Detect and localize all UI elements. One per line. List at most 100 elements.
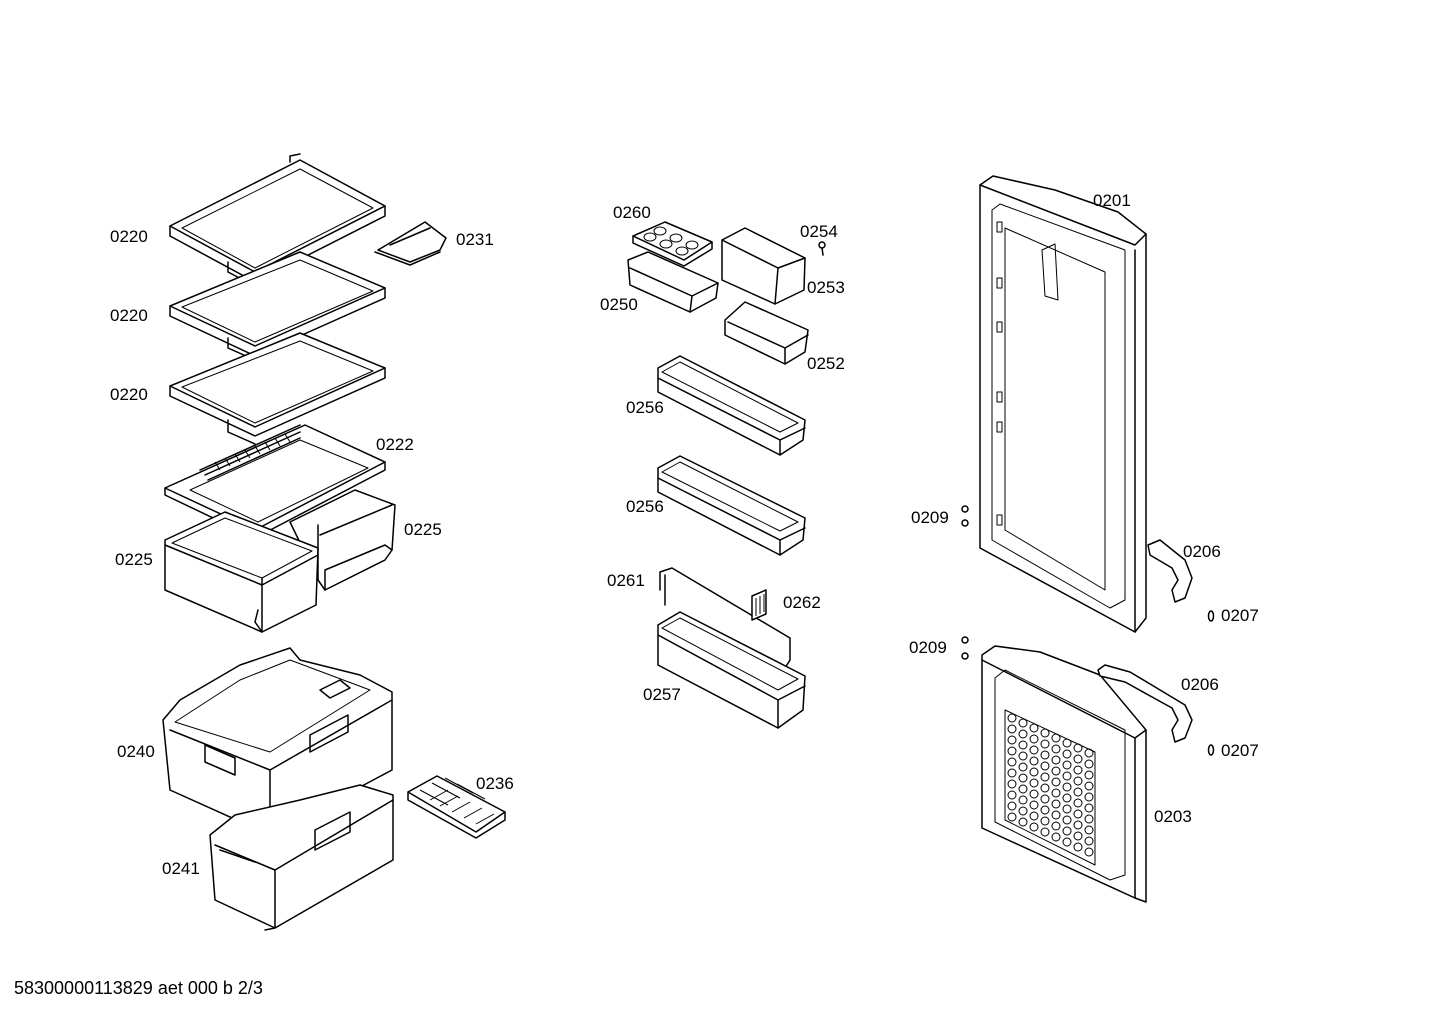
part-label: 0220 xyxy=(110,385,148,404)
part-label: 0241 xyxy=(162,859,200,878)
part-label: 0220 xyxy=(110,306,148,325)
door-rack-part xyxy=(657,355,806,456)
part-label: 0209 xyxy=(911,508,949,527)
part-label: 0260 xyxy=(613,203,651,222)
panel-dot xyxy=(1073,787,1083,797)
part-label: 0256 xyxy=(626,497,664,516)
panel-dot xyxy=(1018,806,1028,816)
panel-dot xyxy=(1062,749,1072,759)
panel-dot xyxy=(1029,800,1039,810)
panel-dot xyxy=(1018,762,1028,772)
clip-part xyxy=(374,221,447,266)
door-panel-pattern xyxy=(1007,713,1094,857)
panel-dot xyxy=(1051,832,1061,842)
door-rack-part xyxy=(657,455,806,556)
part-label: 0209 xyxy=(909,638,947,657)
butter-box-part xyxy=(721,227,806,305)
panel-dot xyxy=(1051,733,1061,743)
part-label: 0207 xyxy=(1221,606,1259,625)
panel-dot xyxy=(1051,777,1061,787)
panel-dot xyxy=(1029,778,1039,788)
part-label: 0236 xyxy=(476,774,514,793)
panel-dot xyxy=(1062,760,1072,770)
part-label: 0201 xyxy=(1093,191,1131,210)
panel-dot xyxy=(1051,821,1061,831)
glass-shelf-part xyxy=(169,332,386,445)
panel-dot xyxy=(1018,729,1028,739)
panel-dot xyxy=(1007,735,1017,745)
panel-dot xyxy=(1018,817,1028,827)
part-label: 0257 xyxy=(643,685,681,704)
panel-dot xyxy=(1073,842,1083,852)
part-label: 0256 xyxy=(626,398,664,417)
panel-dot xyxy=(1073,820,1083,830)
panel-dot xyxy=(1073,831,1083,841)
panel-dot xyxy=(1007,724,1017,734)
panel-dot xyxy=(1007,790,1017,800)
screw-part xyxy=(818,241,826,256)
panel-dot xyxy=(1007,779,1017,789)
panel-dot xyxy=(1084,803,1094,813)
rack-clip-part xyxy=(751,589,767,621)
panel-dot xyxy=(1073,809,1083,819)
panel-dot xyxy=(1040,772,1050,782)
panel-dot xyxy=(1062,738,1072,748)
panel-dot xyxy=(1051,766,1061,776)
panel-dot xyxy=(1084,847,1094,857)
panel-dot xyxy=(1007,757,1017,767)
panel-dot xyxy=(1040,750,1050,760)
panel-dot xyxy=(1084,836,1094,846)
panel-dot xyxy=(1029,723,1039,733)
freezer-drawer-part xyxy=(209,784,394,931)
glass-shelf-part xyxy=(169,251,386,361)
panel-dot xyxy=(1040,794,1050,804)
part-label: 0225 xyxy=(404,520,442,539)
fridge-door-part xyxy=(979,175,1147,633)
panel-dot xyxy=(1084,825,1094,835)
part-label: 0231 xyxy=(456,230,494,249)
panel-dot xyxy=(1007,768,1017,778)
door-tray-part xyxy=(627,251,719,313)
part-label: 0222 xyxy=(376,435,414,454)
panel-dot xyxy=(1018,784,1028,794)
crisper-drawer-part xyxy=(164,511,319,633)
panel-dot xyxy=(1040,805,1050,815)
panel-dot xyxy=(1062,804,1072,814)
panel-dot xyxy=(1051,788,1061,798)
panel-dot xyxy=(1084,792,1094,802)
panel-dot xyxy=(1051,810,1061,820)
panel-dot xyxy=(1062,826,1072,836)
freezer-drawer-part xyxy=(162,647,393,836)
panel-dot xyxy=(1084,748,1094,758)
part-label: 0220 xyxy=(110,227,148,246)
part-label: 0207 xyxy=(1221,741,1259,760)
panel-dot xyxy=(1073,798,1083,808)
panel-dot xyxy=(1018,740,1028,750)
egg-tray-part xyxy=(632,221,713,267)
panel-dot xyxy=(1051,744,1061,754)
panel-dot xyxy=(1029,734,1039,744)
part-label: 0254 xyxy=(800,222,838,241)
panel-dot xyxy=(1040,739,1050,749)
part-label: 0261 xyxy=(607,571,645,590)
panel-dot xyxy=(1029,822,1039,832)
panel-dot xyxy=(1029,811,1039,821)
panel-dot xyxy=(1051,799,1061,809)
panel-dot xyxy=(1062,815,1072,825)
part-label: 0203 xyxy=(1154,807,1192,826)
ice-tray-part xyxy=(407,775,506,839)
hinge-screw-part xyxy=(961,505,969,527)
panel-dot xyxy=(1084,814,1094,824)
panel-dot xyxy=(1073,776,1083,786)
panel-dot xyxy=(1040,761,1050,771)
panel-dot xyxy=(1007,812,1017,822)
door-handle-part xyxy=(1097,664,1193,743)
panel-dot xyxy=(1029,789,1039,799)
panel-dot xyxy=(1062,771,1072,781)
panel-dot xyxy=(1018,795,1028,805)
panel-dot xyxy=(1073,765,1083,775)
panel-dot xyxy=(1029,767,1039,777)
panel-dot xyxy=(1062,837,1072,847)
freezer-door-part xyxy=(981,645,1147,903)
